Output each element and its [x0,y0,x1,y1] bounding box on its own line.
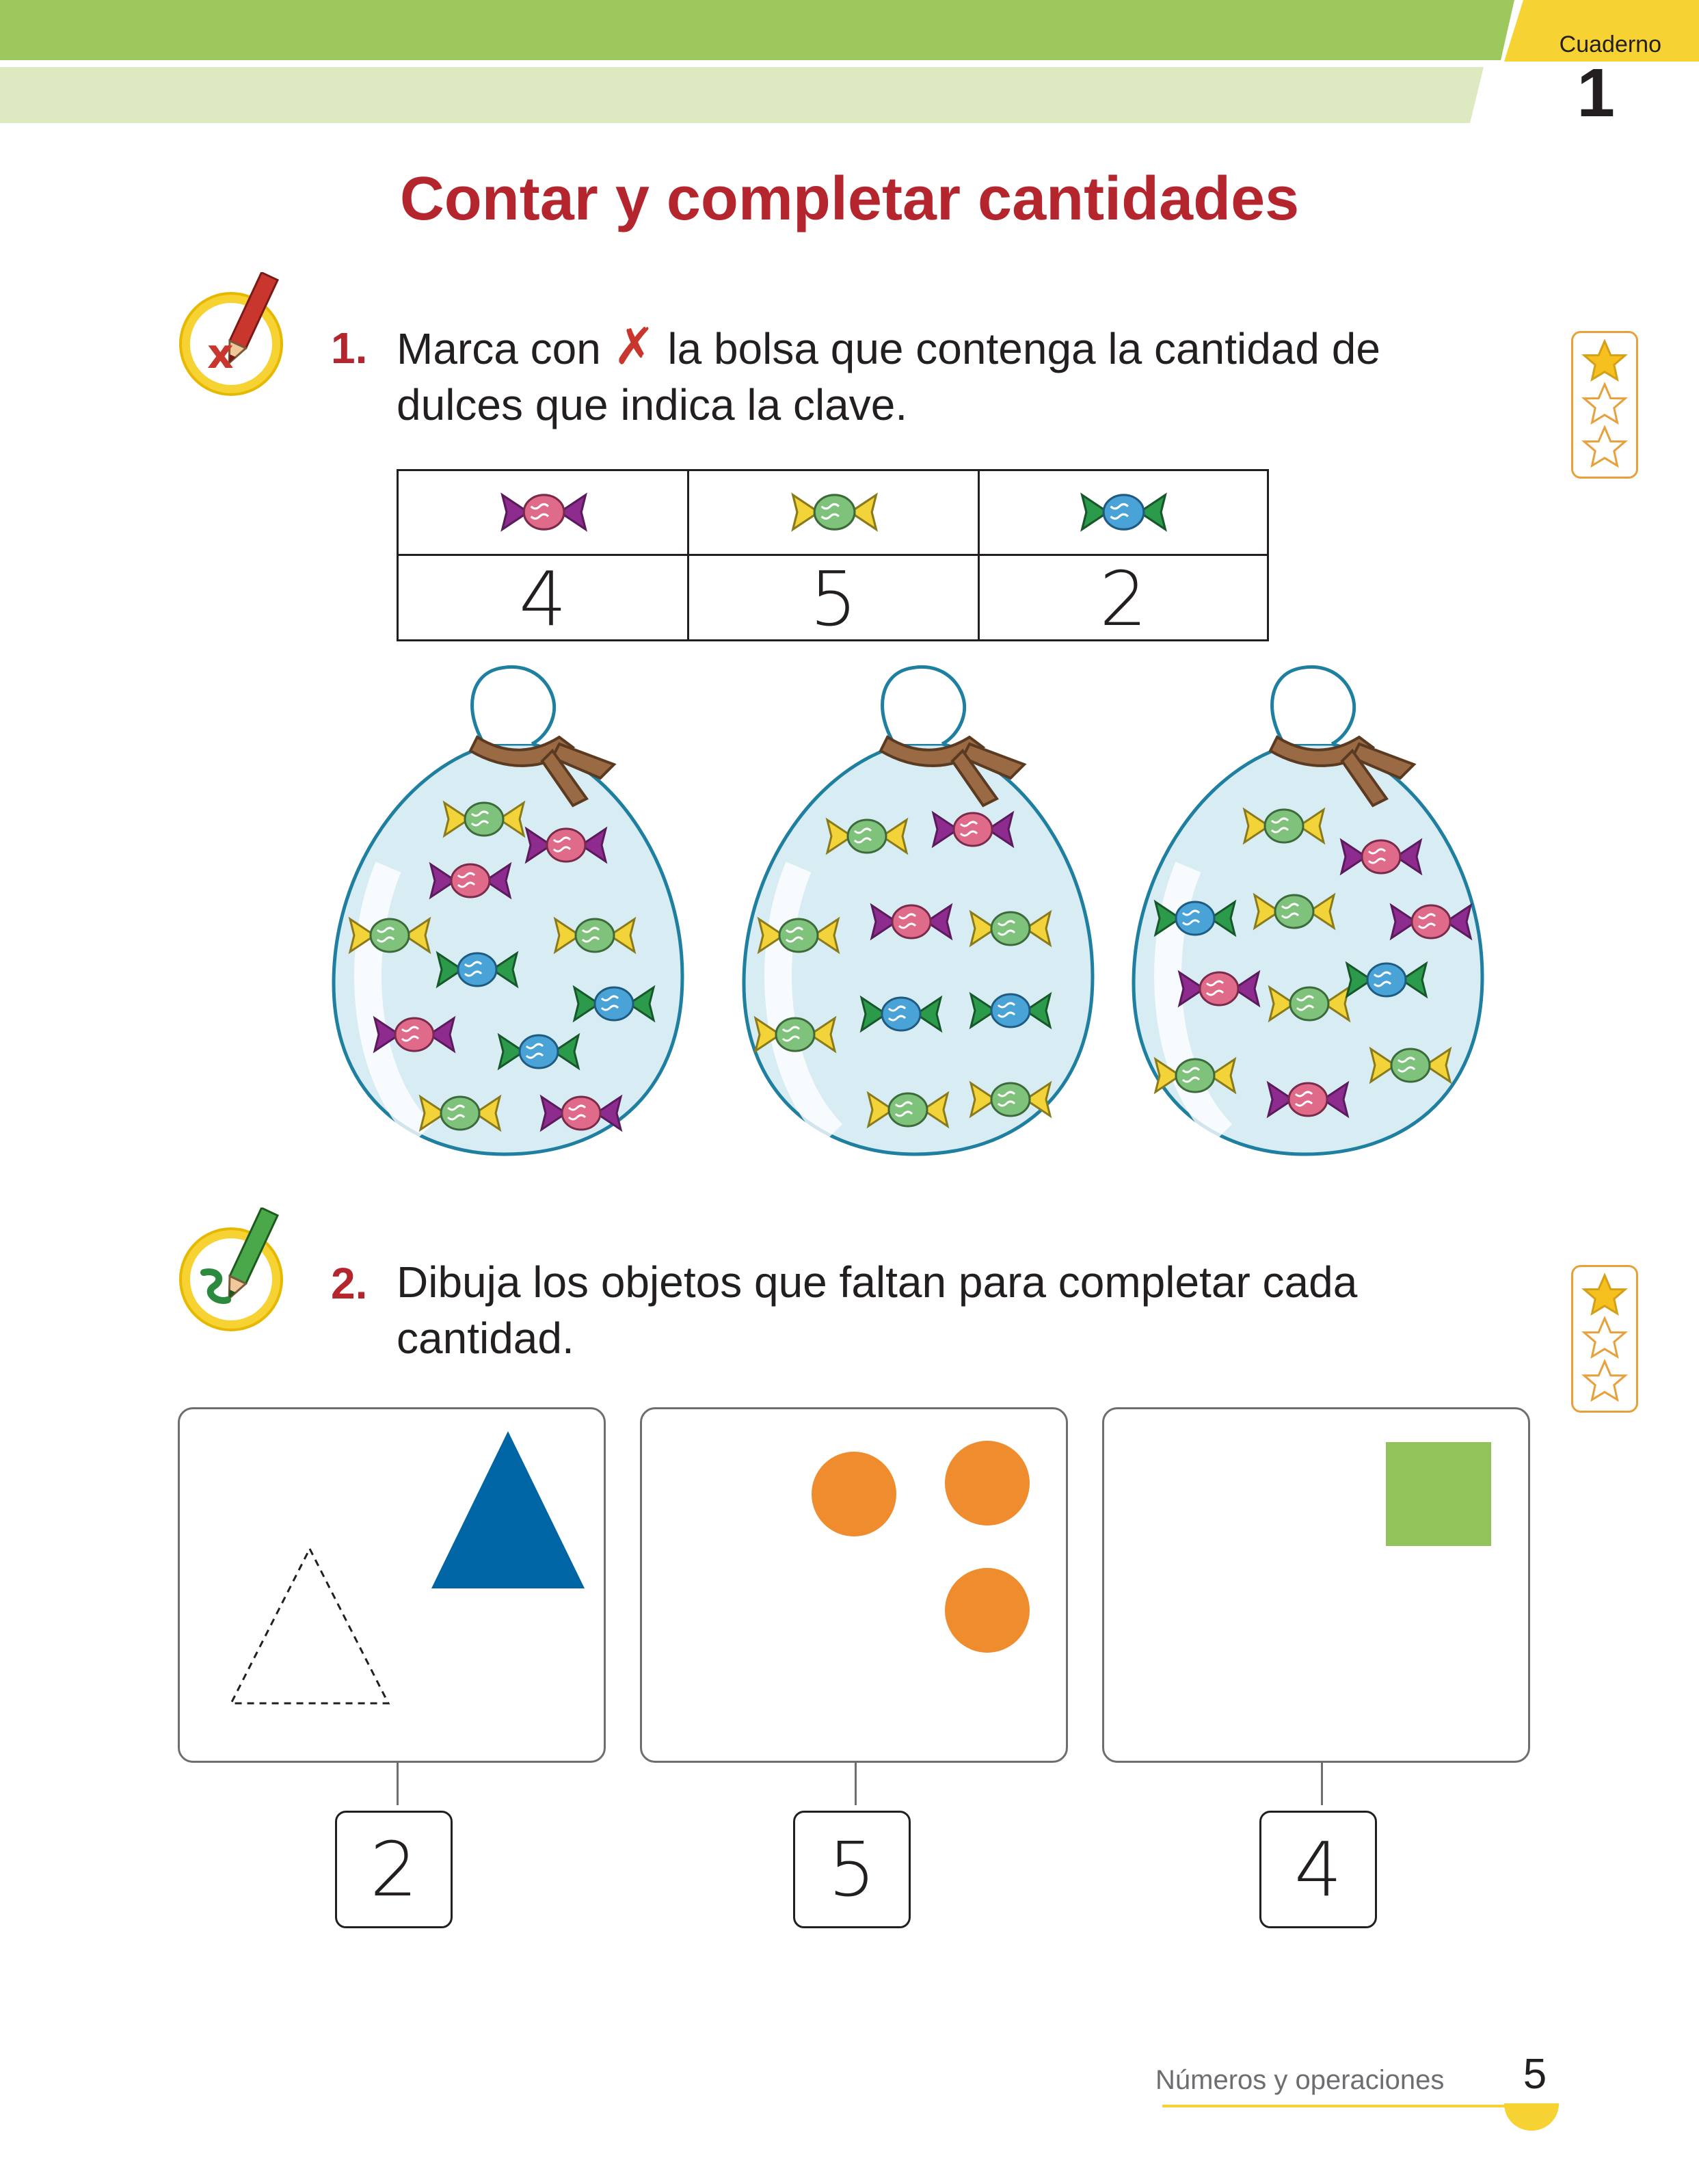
exercise-1-number: 1. [331,323,368,373]
drawing-box-squares[interactable] [1102,1407,1530,1763]
page-number: 5 [1523,2051,1547,2098]
square-icon [1386,1442,1491,1546]
instruction-text-before: Marca con [397,324,601,373]
circle-icon [945,1441,1030,1526]
key-count-green: 2 [1099,555,1147,643]
candy-bag-1[interactable] [327,662,696,1168]
key-count-purple: 4 [399,555,689,643]
exercise-2-instruction: Dibuja los objetos que faltan para compl… [397,1254,1449,1366]
star-rating-icon [1571,331,1638,479]
red-x-mark: ✗ [613,318,656,375]
count-box-triangles: 2 [335,1811,453,1928]
connector-line [397,1763,399,1805]
green-blue-candy-icon [1081,494,1166,531]
candy-bag-2[interactable] [737,662,1106,1168]
drawing-box-triangles[interactable] [178,1407,606,1763]
key-candy-cell [980,471,1267,556]
candy-key-table: 4 5 2 [397,469,1269,643]
key-candy-cell [689,471,980,556]
circle-icon [812,1452,896,1536]
cuaderno-number: 1 [1577,55,1615,131]
page-tab-icon [1504,2103,1559,2131]
dashed-triangle-icon [229,1546,390,1705]
pencil-draw-icon [179,1208,283,1331]
cuaderno-label: Cuaderno [1559,31,1661,57]
key-count-yellow: 5 [689,555,980,643]
exercise-2-number: 2. [331,1259,368,1308]
instruction-line1: Dibuja los objetos que faltan para compl… [397,1257,1358,1307]
connector-line [1321,1763,1323,1805]
connector-line [855,1763,857,1805]
triangle-icon [431,1431,585,1588]
key-candy-cell [399,471,689,556]
circle-icon [945,1568,1030,1653]
instruction-text-after: la bolsa que contenga la cantidad de [655,324,1380,373]
svg-text:x: x [207,330,234,378]
header-band [0,0,1699,123]
exercise-1-instruction: Marca con ✗ la bolsa que contenga la can… [397,319,1449,433]
page-title: Contar y completar cantidades [399,165,1300,233]
instruction-text-line2: dulces que indica la clave. [397,380,908,429]
count-box-squares: 4 [1259,1811,1377,1928]
count-box-circles: 5 [793,1811,911,1928]
footer-divider [1162,2105,1531,2107]
drawing-box-circles[interactable] [640,1407,1068,1763]
purple-pink-candy-icon [501,494,587,531]
candy-bag-3[interactable] [1127,662,1496,1168]
instruction-line2: cantidad. [397,1314,574,1363]
section-name: Números y operaciones [1155,2065,1445,2095]
star-rating-icon [1571,1265,1638,1413]
yellow-green-candy-icon [792,494,878,531]
pencil-x-icon: x [179,272,283,396]
